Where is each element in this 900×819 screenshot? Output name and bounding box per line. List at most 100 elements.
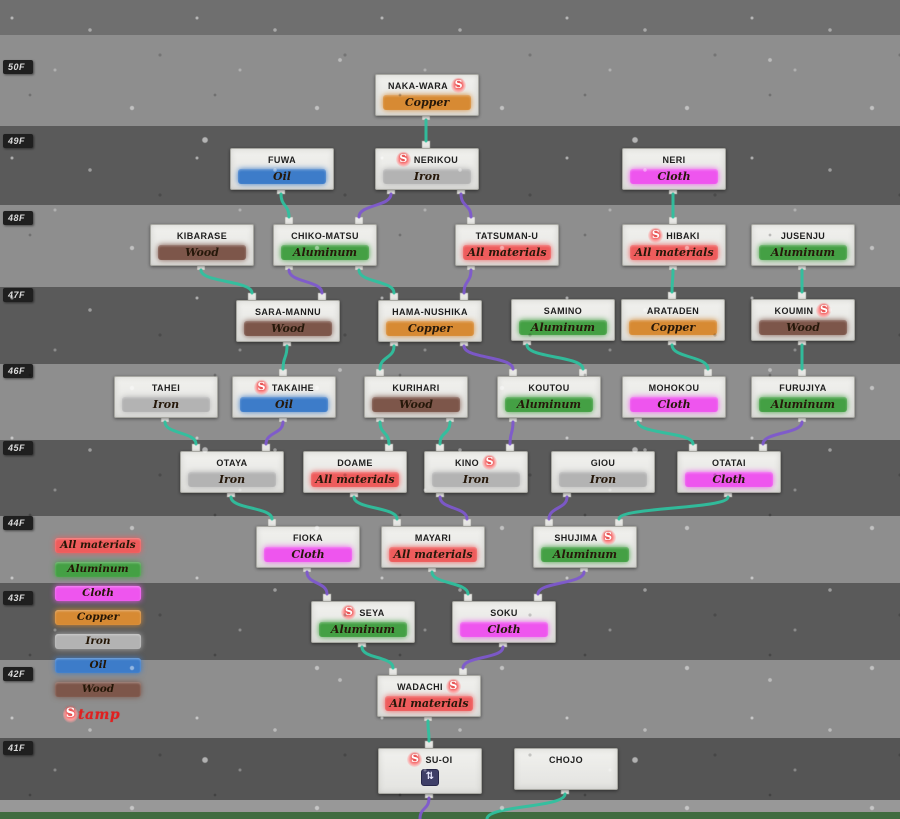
stamp-icon: S xyxy=(816,303,832,318)
route-edge-purple xyxy=(357,192,393,219)
node-title: SARA-MANNU xyxy=(255,306,321,317)
node-material-bar: Aluminum xyxy=(541,547,629,562)
node-material-bar: Wood xyxy=(244,321,332,336)
node-header: FUWA xyxy=(231,149,333,168)
floor-label-43f: 43F xyxy=(3,591,34,605)
elevator-icon[interactable]: ⇅ xyxy=(421,769,439,786)
node-title: DOAME xyxy=(337,457,373,468)
legend-item-copper: Copper xyxy=(55,610,141,625)
node-title: KIBARASE xyxy=(176,230,228,241)
stamp-icon: S xyxy=(445,679,461,694)
map-node-tahei[interactable]: TAHEI Iron xyxy=(114,376,218,418)
node-material-bar: Iron xyxy=(122,397,210,412)
node-header: FIOKA xyxy=(257,527,359,546)
node-header: KOUTOU xyxy=(498,377,600,396)
stamp-icon: S xyxy=(482,455,498,470)
node-header: NERI xyxy=(623,149,725,168)
node-material-bar: Copper xyxy=(629,320,717,335)
route-edge-purple xyxy=(461,645,505,670)
route-edge-teal xyxy=(438,420,452,446)
node-header: FURUJIYA xyxy=(752,377,854,396)
route-edge-teal xyxy=(229,495,274,521)
route-edge-purple xyxy=(287,268,324,295)
node-title: TAKAIHE xyxy=(271,382,315,393)
route-edge-purple xyxy=(508,420,515,446)
node-material-bar: All materials xyxy=(385,696,473,711)
node-title: HAMA-NUSHIKA xyxy=(392,306,468,317)
node-header: OTAYA xyxy=(181,452,283,471)
node-title: TATSUMAN-U xyxy=(475,230,539,241)
route-edge-teal xyxy=(430,570,470,596)
route-edge-purple xyxy=(459,192,473,219)
map-node-chojo[interactable]: CHOJO xyxy=(514,748,618,790)
node-title: JUSENJU xyxy=(780,230,826,241)
map-node-sara-mannu[interactable]: SARA-MANNU Wood xyxy=(236,300,340,342)
legend-item-wood: Wood xyxy=(55,682,141,697)
node-header: MOHOKOU xyxy=(623,377,725,396)
route-edge-teal xyxy=(426,719,431,743)
node-header: CHOJO xyxy=(515,749,617,768)
node-material-bar: Cloth xyxy=(685,472,773,487)
node-title: TAHEI xyxy=(151,382,181,393)
route-edge-teal xyxy=(485,792,567,819)
node-title: FUWA xyxy=(267,154,297,165)
node-header: KURIHARI xyxy=(365,377,467,396)
route-edge-teal xyxy=(199,268,254,295)
stamp-icon: S xyxy=(407,752,423,767)
route-edge-teal xyxy=(360,645,395,670)
stamp-icon: S xyxy=(63,706,78,723)
route-edge-purple xyxy=(547,495,569,521)
floor-label-48f: 48F xyxy=(3,211,34,225)
route-edge-teal xyxy=(670,343,710,371)
floor-label-46f: 46F xyxy=(3,364,34,378)
node-header: CHIKO-MATSU xyxy=(274,225,376,244)
node-title: SU-OI xyxy=(425,754,453,765)
node-material-bar: Aluminum xyxy=(759,397,847,412)
legend-item-oil: Oil xyxy=(55,658,141,673)
node-title: MAYARI xyxy=(414,532,452,543)
floor-label-41f: 41F xyxy=(3,741,34,755)
node-header: ARATADEN xyxy=(622,300,724,319)
node-title: SAMINO xyxy=(543,305,583,316)
node-material-bar: Aluminum xyxy=(281,245,369,260)
route-edge-purple xyxy=(264,420,285,446)
node-title: SHUJIMA xyxy=(554,532,598,543)
node-title: WADACHI xyxy=(397,681,443,692)
